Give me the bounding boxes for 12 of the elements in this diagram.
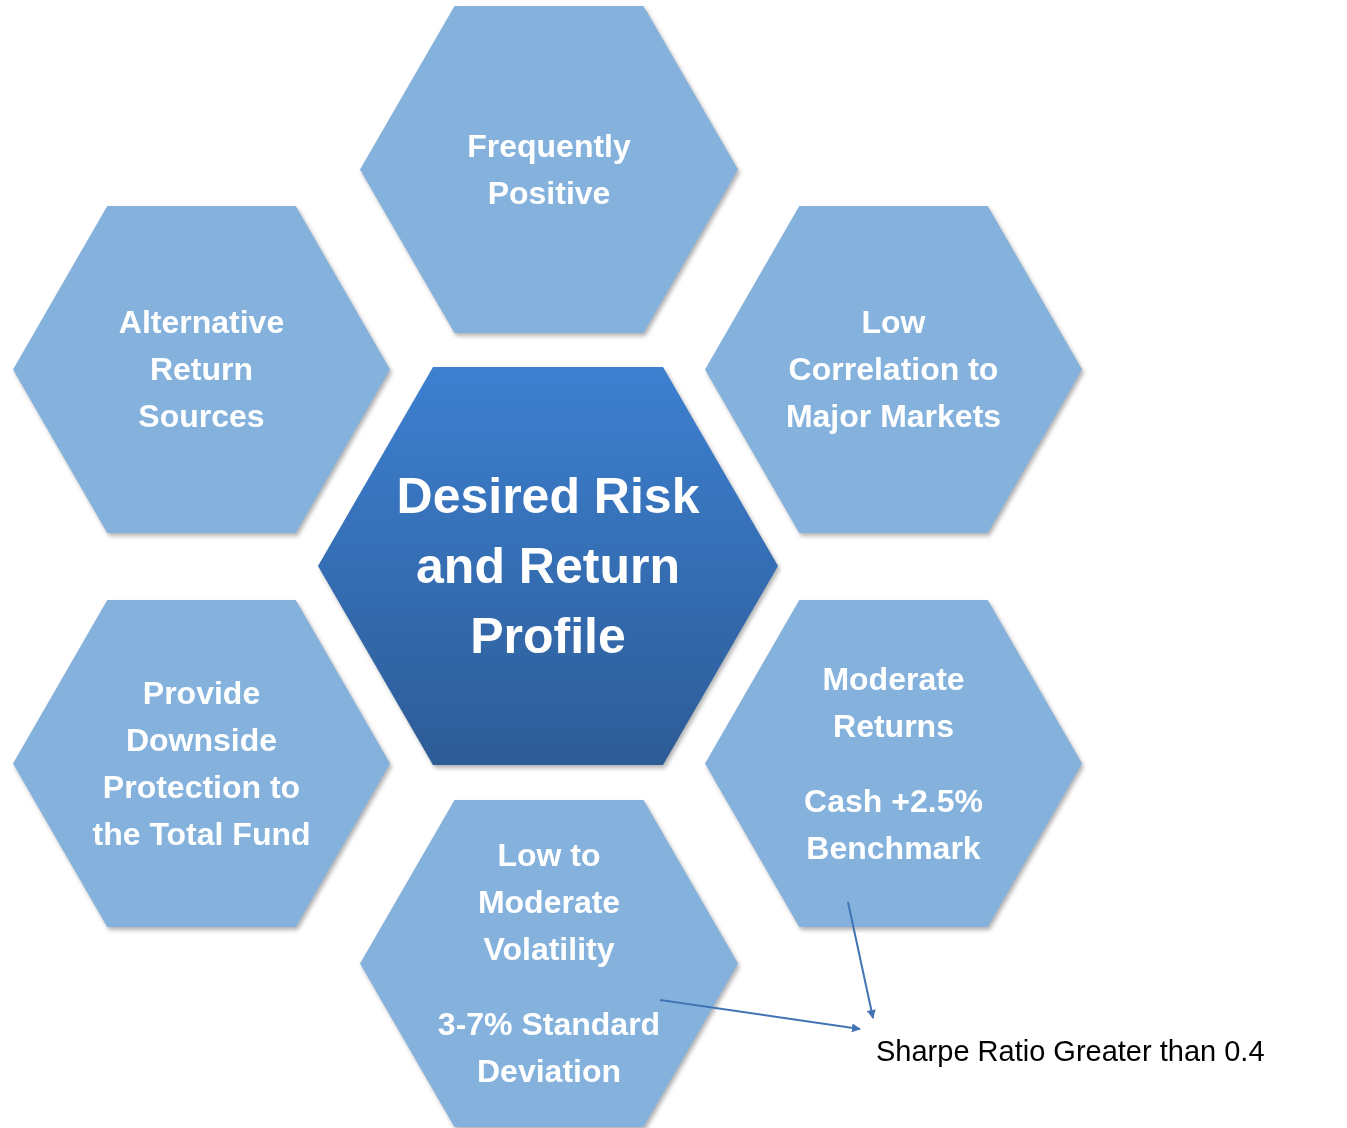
hexagon-label: Frequently Positive (466, 126, 632, 213)
hexagon-label: Low to Moderate Volatility (476, 836, 622, 969)
hexagon-label: Alternative Return Sources (117, 303, 286, 436)
hexagon-label: Moderate Returns (821, 659, 966, 746)
hexagon-label: Provide Downside Protection to the Total Fund (91, 673, 312, 854)
hexagon-label: Cash +2.5% Benchmark (803, 781, 984, 868)
hexagon-label: Low Correlation to Major Markets (784, 303, 1003, 436)
hexagon-label: Desired Risk and Return Profile (395, 467, 701, 666)
note-text: Sharpe Ratio Greater than 0.4 (876, 1036, 1265, 1066)
arrow (847, 901, 876, 1019)
hexagon-label: 3-7% Standard Deviation (436, 1005, 662, 1091)
arrow (659, 999, 861, 1033)
